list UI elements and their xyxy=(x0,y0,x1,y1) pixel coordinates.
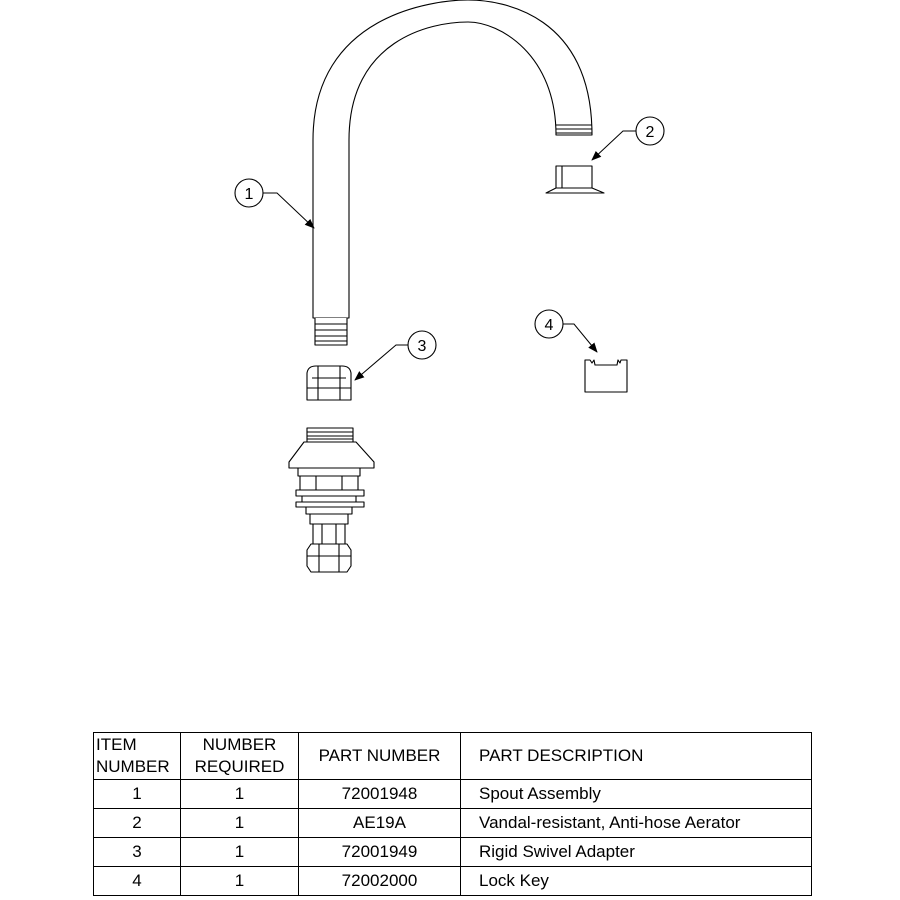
svg-text:2: 2 xyxy=(646,124,655,141)
cell-description: Vandal-resistant, Anti-hose Aerator xyxy=(460,808,812,838)
cell-required: 1 xyxy=(180,866,299,896)
cell-item: 2 xyxy=(93,808,181,838)
leader-line-3 xyxy=(354,344,408,381)
lock-key-part xyxy=(584,359,628,393)
cell-item: 1 xyxy=(93,779,181,809)
callout-2: 2 xyxy=(635,116,665,146)
header-part-number: PART NUMBER xyxy=(298,732,461,780)
svg-text:4: 4 xyxy=(545,317,554,334)
table-row: 4 1 72002000 Lock Key xyxy=(93,866,812,896)
spout-assembly-part xyxy=(312,0,593,346)
aerator-part xyxy=(545,165,605,194)
table-row: 1 1 72001948 Spout Assembly xyxy=(93,779,812,809)
cell-part-number: AE19A xyxy=(298,808,461,838)
cell-part-number: 72002000 xyxy=(298,866,461,896)
cell-description: Lock Key xyxy=(460,866,812,896)
leader-line-2 xyxy=(591,130,636,161)
cell-description: Rigid Swivel Adapter xyxy=(460,837,812,867)
exploded-parts-diagram: 1 2 3 4 xyxy=(234,0,665,573)
table-row: 3 1 72001949 Rigid Swivel Adapter xyxy=(93,837,812,867)
cell-required: 1 xyxy=(180,779,299,809)
callout-3: 3 xyxy=(407,330,437,360)
swivel-adapter-part xyxy=(306,365,352,401)
cell-required: 1 xyxy=(180,837,299,867)
cell-item: 4 xyxy=(93,866,181,896)
valve-body xyxy=(288,427,375,573)
callout-1: 1 xyxy=(234,178,264,208)
leader-line-4 xyxy=(563,323,598,353)
header-part-description: PART DESCRIPTION xyxy=(460,732,812,780)
cell-part-number: 72001949 xyxy=(298,837,461,867)
leader-line-1 xyxy=(263,192,315,229)
table-row: 2 1 AE19A Vandal-resistant, Anti-hose Ae… xyxy=(93,808,812,838)
cell-item: 3 xyxy=(93,837,181,867)
svg-text:1: 1 xyxy=(245,186,254,203)
svg-text:3: 3 xyxy=(418,338,427,355)
cell-description: Spout Assembly xyxy=(460,779,812,809)
cell-required: 1 xyxy=(180,808,299,838)
callout-4: 4 xyxy=(534,309,564,339)
cell-part-number: 72001948 xyxy=(298,779,461,809)
